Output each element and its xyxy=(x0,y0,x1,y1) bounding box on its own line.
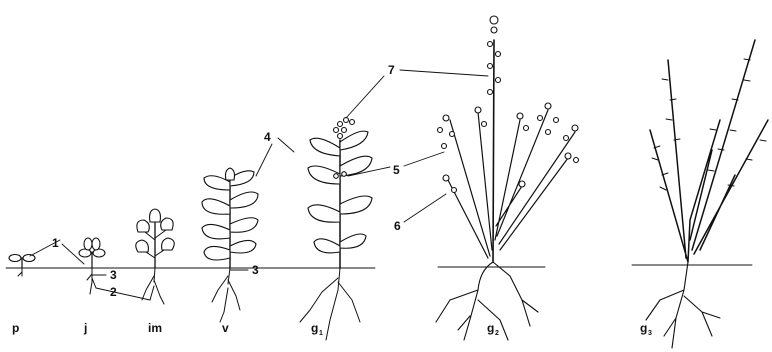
stage-label-g1: g xyxy=(311,321,318,335)
plant-g3 xyxy=(646,40,768,348)
stage-label-j: j xyxy=(83,321,87,335)
plant-p xyxy=(9,255,35,277)
inflorescences-g2 xyxy=(438,16,579,193)
callout-3-j: 3 xyxy=(110,268,117,282)
callout-7: 7 xyxy=(388,63,395,77)
stage-sub-g3: 3 xyxy=(648,330,652,337)
plant-im xyxy=(136,209,175,304)
plant-g1 xyxy=(300,118,372,341)
callout-6: 6 xyxy=(394,219,401,233)
callout-3-v: 3 xyxy=(252,263,259,277)
plant-j xyxy=(79,238,105,294)
callout-2: 2 xyxy=(110,285,117,299)
plant-g2 xyxy=(436,16,579,340)
ground-lines xyxy=(6,265,752,268)
callouts: 1 2 3 3 4 5 6 7 xyxy=(30,63,488,300)
callout-5: 5 xyxy=(393,163,400,177)
stage-label-im: im xyxy=(148,321,162,335)
plant-v xyxy=(202,168,258,322)
callout-4: 4 xyxy=(264,130,271,144)
stage-label-v: v xyxy=(222,321,229,335)
callout-1: 1 xyxy=(52,236,59,250)
stage-label-g2: g xyxy=(487,321,494,335)
stage-sub-g1: 1 xyxy=(319,330,323,337)
stage-label-g3: g xyxy=(640,321,647,335)
stage-sub-g2: 2 xyxy=(495,330,499,337)
stage-label-p: p xyxy=(12,321,19,335)
stage-labels: p j im v g 1 g 2 g 3 xyxy=(12,321,652,337)
